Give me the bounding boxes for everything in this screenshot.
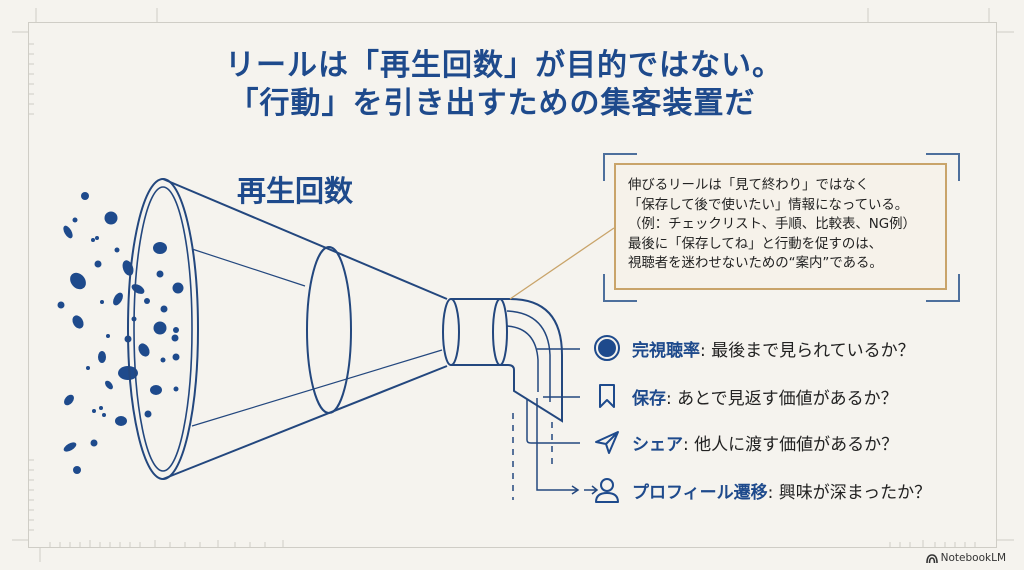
metric-label: 保存 xyxy=(632,388,666,409)
metric-text: : 他人に渡す価値があるか？ xyxy=(683,434,899,455)
metric-item: 完視聴率 : 最後まで見られているか？ xyxy=(592,333,915,363)
note-line: 「保存して後で使いたい」情報になっている。 xyxy=(628,197,909,213)
blueprint-frame xyxy=(28,22,997,548)
metric-item: プロフィール遷移 : 興味が深まったか？ xyxy=(592,475,931,505)
note-line: 視聴者を迷わせないための“案内”である。 xyxy=(628,256,883,272)
particles xyxy=(57,192,184,474)
explanation-note: 伸びるリールは「見て終わり」ではなく 「保存して後で使いたい」情報になっている。… xyxy=(614,163,947,290)
metric-text: : 最後まで見られているか？ xyxy=(700,340,915,361)
metric-item: シェア : 他人に渡す価値があるか？ xyxy=(592,427,898,457)
metric-label: プロフィール遷移 xyxy=(632,482,768,503)
corner-bracket xyxy=(603,274,637,302)
send-icon xyxy=(592,427,622,457)
bookmark-icon xyxy=(592,381,622,411)
note-line: （例：チェックリスト、手順、比較表、NG例） xyxy=(628,217,916,233)
notebooklm-branding: NotebookLM xyxy=(925,552,1006,564)
metric-label: 完視聴率 xyxy=(632,340,700,361)
filled-circle-icon xyxy=(592,333,622,363)
corner-bracket xyxy=(926,153,960,181)
metric-text: : あとで見返す価値があるか？ xyxy=(666,388,898,409)
note-line: 最後に「保存してね」と行動を促すのは、 xyxy=(628,236,883,252)
metric-item: 保存 : あとで見返す価値があるか？ xyxy=(592,381,898,411)
brand-name: NotebookLM xyxy=(940,552,1006,564)
metric-label: シェア xyxy=(632,434,683,455)
funnel-label: 再生回数 xyxy=(237,174,354,208)
user-icon xyxy=(592,475,622,505)
note-line: 伸びるリールは「見て終わり」ではなく xyxy=(628,178,870,193)
metric-text: : 興味が深まったか？ xyxy=(767,482,932,503)
title-line-1: リールは「再生回数」が目的ではない。 xyxy=(225,48,783,83)
notebooklm-logo-icon xyxy=(925,553,938,563)
corner-bracket xyxy=(926,274,960,302)
title-line-2: 「行動」を引き出すための集客装置だ xyxy=(228,86,756,121)
corner-bracket xyxy=(603,153,637,181)
